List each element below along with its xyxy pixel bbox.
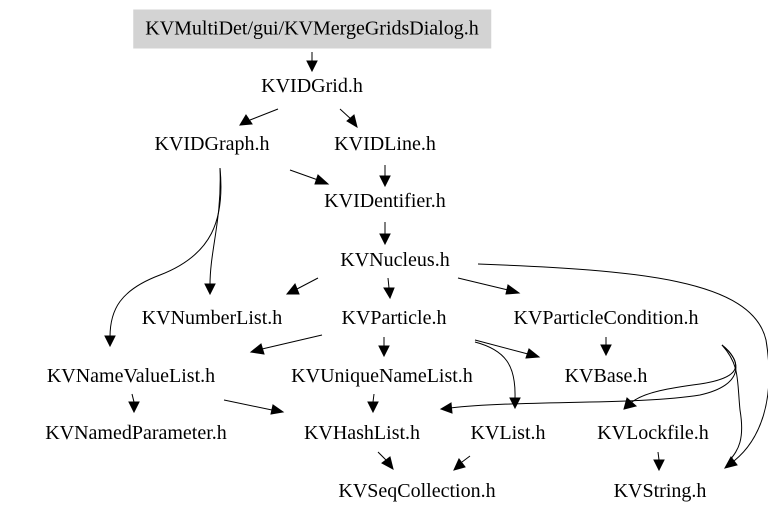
arrowhead [381, 456, 394, 470]
node-kvidline[interactable]: KVIDLine.h [334, 133, 436, 155]
arrowhead [367, 401, 379, 414]
edge-kvidgraph-kvnamevaluelist [109, 167, 222, 338]
edge-kvnamevaluelist-kvnamedparameter [131, 393, 135, 403]
node-kvuniquenamelist[interactable]: KVUniqueNameList.h [291, 365, 473, 387]
arrowhead [439, 402, 453, 414]
arrowhead [306, 60, 318, 73]
node-kvseqcollection[interactable]: KVSeqCollection.h [338, 480, 496, 502]
node-kvnumberlist[interactable]: KVNumberList.h [141, 307, 283, 329]
arrowhead [285, 283, 300, 295]
arrowhead [724, 456, 738, 469]
edge-kvnamevaluelist-kvhashlist [223, 399, 273, 411]
edge-kvparticlecondition-kvlockfile [631, 344, 737, 403]
arrowhead [453, 458, 466, 471]
node-kvparticle[interactable]: KVParticle.h [341, 307, 447, 329]
edge-kvlist-kvseqcollection [461, 455, 471, 463]
node-kvnucleus[interactable]: KVNucleus.h [340, 249, 450, 271]
edge-kvidgraph-kvnumberlist [209, 167, 221, 286]
edge-kvparticle-kvlist [474, 341, 516, 399]
arrowhead [239, 114, 253, 126]
arrowhead [379, 233, 391, 246]
edge-kvparticle-kvnamevaluelist [261, 334, 323, 350]
edge-kvnucleus-kvparticlecondition [457, 277, 509, 291]
node-kvidentifier[interactable]: KVIDentifier.h [324, 190, 446, 212]
arrowhead [128, 401, 140, 414]
arrowhead [249, 343, 265, 355]
edge-kvnucleus-kvnumberlist [296, 277, 319, 290]
node-kvhashlist[interactable]: KVHashList.h [303, 422, 421, 444]
node-root[interactable]: KVMultiDet/gui/KVMergeGridsDialog.h [133, 9, 491, 49]
node-kvlockfile[interactable]: KVLockfile.h [597, 422, 709, 444]
node-kvparticlecondition[interactable]: KVParticleCondition.h [513, 307, 699, 329]
edge-kvuniquenamelist-kvhashlist [372, 393, 375, 403]
node-kvstring[interactable]: KVString.h [613, 480, 707, 502]
arrowhead [525, 348, 541, 359]
edge-kvnucleus-kvstring [477, 263, 768, 462]
node-kvnamevaluelist[interactable]: KVNameValueList.h [46, 365, 216, 387]
node-kvidgrid[interactable]: KVIDGrid.h [261, 75, 363, 97]
edge-kvidgrid-kvidgraph [249, 108, 279, 121]
node-kvnamedparameter[interactable]: KVNamedParameter.h [45, 422, 227, 444]
edge-kvparticle-kvbase [474, 339, 529, 355]
arrowhead [600, 344, 612, 357]
edge-kvhashlist-kvseqcollection [377, 451, 387, 461]
arrowhead [379, 175, 391, 188]
arrowhead [204, 283, 216, 296]
arrowhead [383, 287, 395, 300]
edge-kvparticlecondition-kvstring [721, 344, 743, 461]
arrowhead [270, 404, 285, 415]
arrowhead [346, 114, 358, 129]
arrowhead [378, 345, 390, 358]
node-kvbase[interactable]: KVBase.h [564, 365, 648, 387]
edge-kvnucleus-kvparticle [387, 277, 390, 289]
arrowhead [505, 284, 521, 295]
arrowhead [104, 335, 116, 348]
arrowhead [509, 397, 521, 410]
edge-kvidgraph-kvidentifier [289, 169, 319, 181]
arrowhead [653, 459, 665, 472]
node-kvidgraph[interactable]: KVIDGraph.h [154, 133, 270, 155]
arrowhead [623, 397, 638, 410]
edge-kvlockfile-kvstring [657, 451, 660, 461]
node-kvlist[interactable]: KVList.h [470, 422, 546, 444]
arrowhead [314, 174, 330, 185]
